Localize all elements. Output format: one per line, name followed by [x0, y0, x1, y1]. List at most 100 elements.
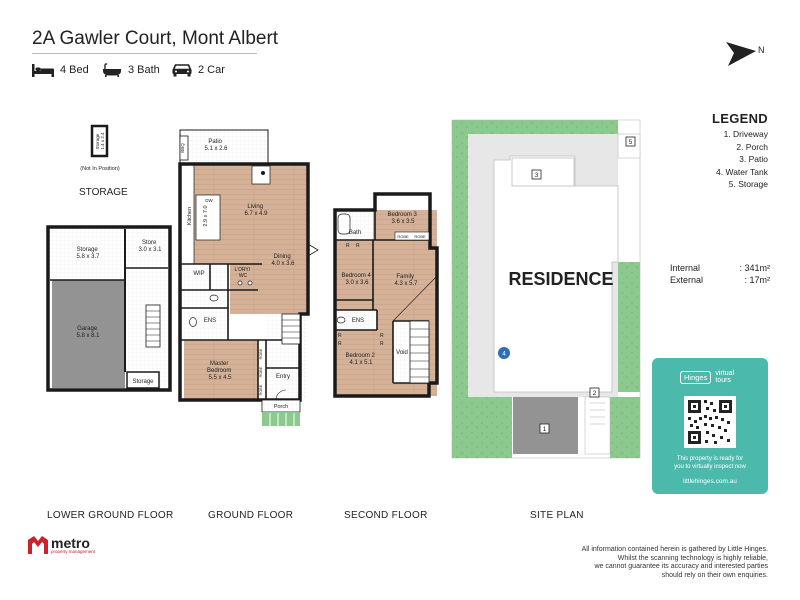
lg-storage-label: Storage [77, 247, 99, 253]
robe-mark-5: R [380, 333, 384, 339]
bath-count: 3 Bath [128, 64, 160, 76]
agency-tagline: property management [51, 549, 96, 554]
marker-3: 3 [535, 172, 539, 179]
agency-logo: metro property management [28, 536, 95, 555]
svg-text:Family 4.3 x 5.7: Family 4.3 x 5.7 [394, 274, 418, 287]
patio-label: Patio [208, 139, 222, 145]
robe-mark-4: R [338, 341, 342, 347]
ground-floor-plan [178, 129, 319, 426]
garden-north [468, 120, 618, 134]
virtual-tour-url[interactable]: littlehinges.com.au [683, 478, 737, 485]
bed-icon [32, 63, 54, 77]
site-patio [511, 157, 575, 187]
bath-icon [103, 63, 121, 77]
north-arrow-icon [726, 42, 756, 66]
porch-label: Porch [274, 404, 288, 410]
disclaimer: All information contained herein is gath… [540, 546, 768, 580]
kitchen-label: Kitchen [187, 207, 193, 225]
garden-west [452, 120, 468, 458]
second-ens-label: ENS [352, 318, 364, 324]
second-floor-label: SECOND FLOOR [344, 510, 428, 521]
disclaimer-line-4: should rely on their own enquiries. [661, 571, 768, 579]
garage-floor [52, 280, 125, 388]
storage-unit-dims: 1.4 x 2.4 [100, 132, 105, 150]
lg-store-dims: 3.0 x 3.1 [138, 247, 162, 253]
area-summary: Internal : 341m² External : 17m² [670, 262, 770, 286]
master-dims: 5.5 x 4.5 [208, 375, 232, 381]
legend-item-porch: 2. Porch [736, 141, 768, 152]
garden-southwest [468, 397, 512, 458]
residence-label: RESIDENCE [508, 269, 613, 289]
marker-2-box [589, 387, 600, 398]
internal-area-label: Internal [670, 263, 701, 273]
virtual-tour-text-line1: This property is ready for [676, 456, 744, 462]
svg-text:Bedroom 3 3.6 x 3.5: Bedroom 3 3.6 x 3.5 [387, 212, 418, 225]
site-plan [451, 119, 641, 459]
title-divider [32, 53, 257, 54]
virtual-word: virtual [715, 370, 735, 377]
marker-2: 2 [593, 390, 597, 397]
laundry-label: L'DRY/ [235, 267, 251, 273]
dining-dims: 4.0 x 3.6 [271, 261, 295, 267]
water-tank-marker [498, 347, 510, 359]
internal-area-row: Internal : 341m² [670, 262, 770, 274]
second-floor-plan [333, 192, 439, 398]
storage-unit-label: Storage [95, 133, 100, 149]
svg-text:Living 6.7 x 4.9: Living 6.7 x 4.9 [244, 204, 268, 217]
virtual-tour-text-line2: you to virtually inspect now [674, 464, 746, 470]
robe-mark-6: R [380, 341, 384, 347]
lg-storage-dims: 5.8 x 3.7 [76, 254, 100, 260]
virtual-tour-brand: Hinges virtual tours [680, 370, 734, 384]
virtual-tour-text: This property is ready for you to virtua… [656, 455, 764, 471]
lower-ground-floor-plan [46, 225, 172, 392]
second-robe-1: ROBE [397, 234, 409, 239]
master-label: Master [210, 361, 228, 367]
legend: LEGEND 1. Driveway 2. Porch 3. Patio 4. … [640, 111, 768, 191]
garden-southeast [610, 397, 640, 458]
legend-title: LEGEND [712, 111, 768, 126]
feature-car: 2 Car [172, 62, 225, 78]
property-address: 2A Gawler Court, Mont Albert [32, 28, 279, 49]
wip-label: WIP [193, 271, 204, 277]
legend-item-driveway: 1. Driveway [723, 129, 768, 139]
garden-east [618, 262, 640, 392]
bedroom2-dims: 4.1 x 5.1 [349, 360, 373, 366]
lg-small-storage-label: Storage [132, 379, 154, 385]
family-dims: 4.3 x 5.7 [394, 281, 418, 287]
master-line2: Bedroom [207, 368, 231, 374]
family-label: Family [396, 274, 414, 280]
svg-text:Garage 5.8 x 8.1: Garage 5.8 x 8.1 [76, 326, 100, 339]
marker-1: 1 [543, 426, 547, 433]
svg-text:Bedroom 2 4.1 x 5.1: Bedroom 2 4.1 x 5.1 [345, 353, 376, 366]
marker-3-box [531, 169, 542, 180]
marker-4: 4 [502, 351, 506, 358]
svg-text:Storage 5.8 x 3.7: Storage 5.8 x 3.7 [76, 247, 100, 260]
storage-unit: Storage 1.4 x 2.4 [90, 124, 109, 158]
feature-bed: 4 Bed [32, 62, 89, 78]
dining-label: Dining [274, 254, 291, 260]
site-plan-label: SITE PLAN [530, 510, 584, 521]
disclaimer-line-3: we cannot guarantee its accuracy and int… [594, 563, 768, 570]
marker-1-box [539, 423, 550, 434]
bedroom4-dims: 3.0 x 3.6 [345, 280, 369, 286]
robe-label-2: ROBE [259, 366, 263, 377]
robe-mark-1: R [346, 243, 350, 249]
living-label: Living [247, 204, 263, 210]
metro-logo-icon [28, 536, 48, 555]
external-area-value: : 17m² [744, 275, 770, 285]
tours-word: tours [715, 377, 731, 384]
patio-dims: 5.1 x 2.6 [204, 146, 228, 152]
svg-text:Patio 5.1 x 2.6: Patio 5.1 x 2.6 [204, 139, 228, 152]
storage-heading: STORAGE [79, 187, 128, 198]
second-bath-label: Bath [349, 230, 361, 236]
compass-label: N [758, 45, 765, 55]
compass: N [726, 42, 765, 66]
legend-item-water-tank: 4. Water Tank [716, 166, 768, 177]
qr-code-icon[interactable] [684, 396, 736, 448]
marker-5-box [625, 136, 636, 147]
external-area-label: External [670, 275, 704, 285]
car-count: 2 Car [198, 64, 225, 76]
virtual-tour-card[interactable]: Hinges virtual tours This property is re… [652, 358, 768, 494]
bed-count: 4 Bed [60, 64, 89, 76]
